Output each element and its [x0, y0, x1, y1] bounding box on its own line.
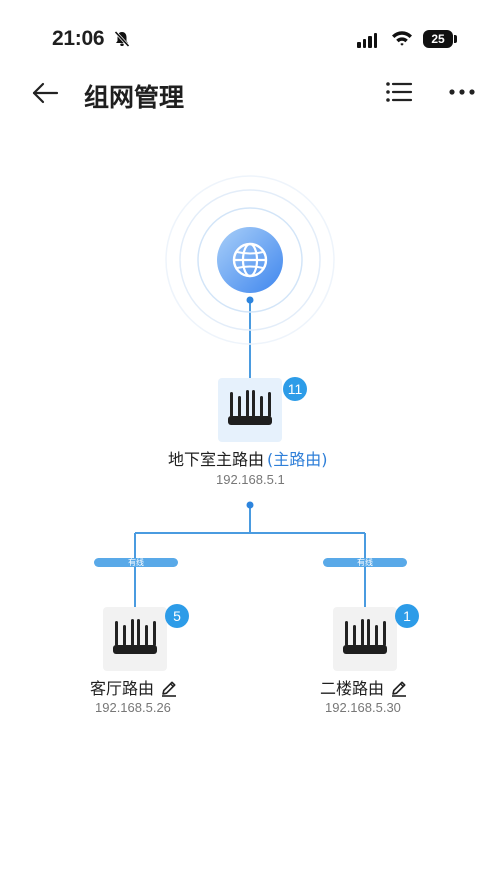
- status-bar: 21:06 25: [0, 0, 500, 70]
- sub-router-thumbnail-second-floor[interactable]: [333, 607, 397, 671]
- list-icon[interactable]: [385, 80, 413, 108]
- cellular-signal-icon: [357, 33, 377, 48]
- bell-muted-icon: [113, 30, 131, 52]
- main-router-ip: 192.168.5.1: [216, 472, 285, 487]
- more-icon[interactable]: [448, 82, 476, 106]
- sub-router-thumbnail-living-room[interactable]: [103, 607, 167, 671]
- second-floor-client-count: 1: [395, 604, 419, 628]
- router-icon: [113, 619, 157, 654]
- back-arrow-icon[interactable]: [30, 80, 60, 110]
- edit-pencil-icon[interactable]: [160, 679, 178, 701]
- globe-icon: [232, 242, 268, 278]
- status-time: 21:06: [52, 27, 105, 50]
- living-room-router-name: 客厅路由: [90, 675, 178, 701]
- battery-nub: [454, 35, 457, 43]
- internet-node[interactable]: [165, 175, 335, 345]
- main-router-client-count: 11: [283, 377, 307, 401]
- link-type-pill-living-room: 有线: [94, 558, 178, 567]
- living-room-client-count: 5: [165, 604, 189, 628]
- second-floor-router-ip: 192.168.5.30: [325, 700, 401, 715]
- main-router-thumbnail[interactable]: [218, 378, 282, 442]
- battery-icon: 25: [423, 30, 453, 48]
- page-title: 组网管理: [84, 83, 185, 112]
- main-router-name: 地下室主路由(主路由): [168, 446, 328, 470]
- edit-pencil-icon[interactable]: [390, 679, 408, 701]
- router-icon: [343, 619, 387, 654]
- router-icon: [228, 390, 272, 425]
- nav-bar: 组网管理: [0, 70, 500, 118]
- living-room-router-label: 客厅路由: [90, 679, 155, 698]
- wifi-icon: [391, 29, 413, 51]
- link-type-pill-second-floor: 有线: [323, 558, 407, 567]
- second-floor-router-label: 二楼路由: [320, 679, 385, 698]
- main-router-role: (主路由): [267, 450, 328, 469]
- main-router-label: 地下室主路由: [168, 450, 265, 469]
- second-floor-router-name: 二楼路由: [320, 675, 408, 701]
- living-room-router-ip: 192.168.5.26: [95, 700, 171, 715]
